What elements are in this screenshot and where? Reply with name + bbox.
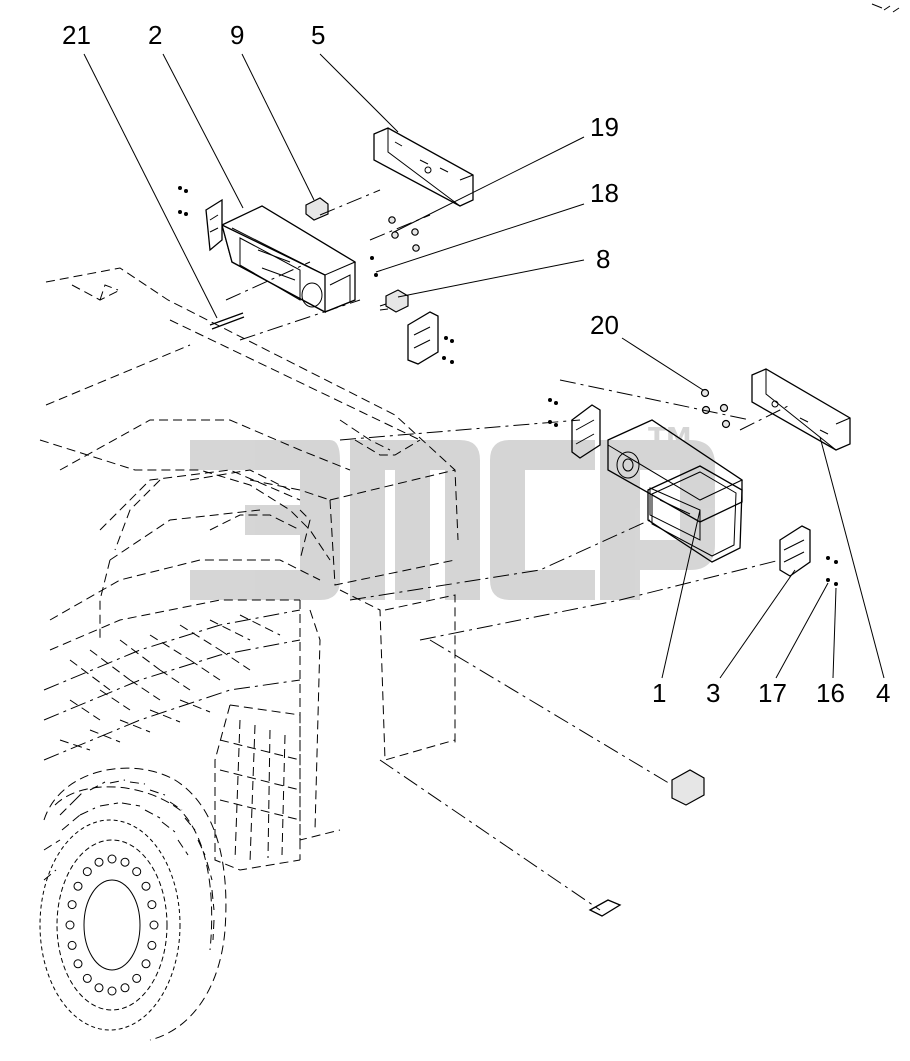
wheel-bolt xyxy=(141,959,151,969)
callout-18: 18 xyxy=(590,178,619,208)
callout-19: 19 xyxy=(590,112,619,142)
callout-5: 5 xyxy=(311,20,325,50)
wheel-bolt xyxy=(132,973,142,983)
left-lower-bolt-set xyxy=(442,336,454,364)
part-8-switch xyxy=(379,289,409,313)
wheel-bolt xyxy=(67,940,77,950)
wheel-bolt xyxy=(107,854,117,864)
part-20-nuts xyxy=(700,388,731,429)
wheel-bolt xyxy=(94,857,104,867)
part-9-clip xyxy=(305,197,329,221)
wheel-bolt xyxy=(73,881,83,891)
leader-lines xyxy=(83,53,885,679)
callout-2: 2 xyxy=(148,20,162,50)
vehicle-tire xyxy=(43,767,227,1041)
wheel-bolt xyxy=(82,973,92,983)
wheel-bolt xyxy=(82,867,92,877)
callout-21: 21 xyxy=(62,20,91,50)
wheel-bolt xyxy=(67,900,77,910)
wheel-bolt-ring xyxy=(65,854,159,996)
callout-1: 1 xyxy=(652,678,666,708)
part-2-left-lamp-housing xyxy=(221,205,357,314)
lower-rear-lamp xyxy=(671,769,705,806)
part-3-bracket xyxy=(779,525,811,577)
part-1-base-plate xyxy=(647,465,743,563)
part-19-nuts xyxy=(388,216,420,252)
part-16-bolts xyxy=(834,560,838,586)
vehicle-body-outline xyxy=(39,267,459,841)
wheel-bolt xyxy=(120,983,130,993)
corner-mark xyxy=(871,3,900,13)
wheel-bolt xyxy=(132,867,142,877)
wheel-bolt xyxy=(141,881,151,891)
callout-20: 20 xyxy=(590,310,619,340)
right-mounting-bracket xyxy=(571,404,601,459)
part-4-right-cover xyxy=(751,368,851,451)
wheel-hub xyxy=(39,819,181,1031)
callout-9: 9 xyxy=(230,20,244,50)
part-5-upper-cover xyxy=(373,127,474,207)
assembly-lines xyxy=(225,189,791,911)
mudguard-flap xyxy=(214,704,301,871)
watermark-logo: TM xyxy=(190,423,715,600)
callout-17: 17 xyxy=(758,678,787,708)
wheel-bolt xyxy=(149,920,159,930)
wheel-bolt xyxy=(120,857,130,867)
callout-8: 8 xyxy=(596,244,610,274)
vehicle-frame-rails xyxy=(43,609,301,761)
callout-labels: 21 2 9 5 19 18 8 20 1 3 17 16 4 xyxy=(62,20,890,708)
part-18-washers xyxy=(370,256,378,277)
callout-16: 16 xyxy=(816,678,845,708)
wheel-bolt xyxy=(147,940,157,950)
callout-3: 3 xyxy=(706,678,720,708)
wheel-bolt xyxy=(73,959,83,969)
plate-lamp xyxy=(588,899,622,917)
callout-4: 4 xyxy=(876,678,890,708)
part-17-washers xyxy=(826,556,830,582)
wheel-bolt xyxy=(107,986,117,996)
part-21-strip xyxy=(209,312,245,330)
wheel-bolt xyxy=(147,900,157,910)
left-bolt-set xyxy=(178,186,188,216)
left-mounting-bracket xyxy=(205,198,223,252)
wheel-bolt xyxy=(94,983,104,993)
left-lower-bracket xyxy=(407,311,439,365)
wheel-bolt xyxy=(65,920,75,930)
watermark-trademark: TM xyxy=(648,423,692,453)
